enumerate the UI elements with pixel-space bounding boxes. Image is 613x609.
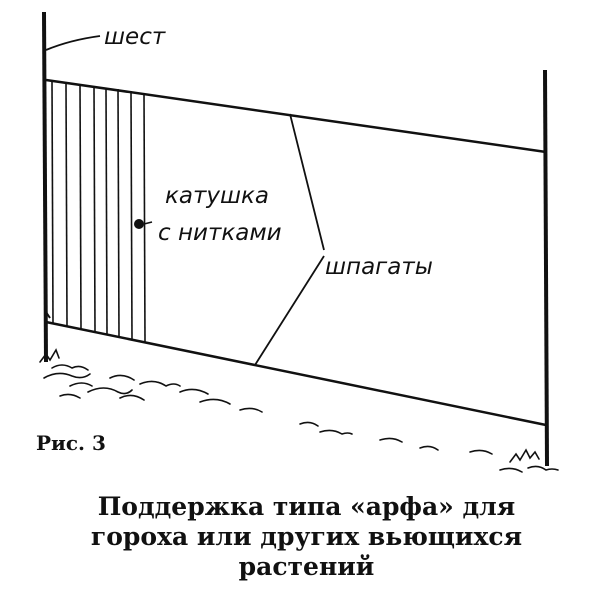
caption-line-1: Поддержка типа «арфа» для [97,492,516,521]
figure-caption: Поддержка типа «арфа» для гороха или дру… [0,492,613,582]
spool-of-thread [134,219,153,229]
spool-label-line2: с нитками [158,220,282,246]
figure-number: Рис. 3 [36,431,106,455]
caption-line-3: растений [238,552,375,581]
twine-label: шпагаты [325,254,433,280]
pole-label: шест [104,24,166,50]
bottom-twine [45,320,547,427]
top-twine [45,78,547,154]
pole-leader-line [45,35,101,51]
caption-line-2: гороха или других вьющихся [90,522,523,551]
vertical-threads [51,81,146,343]
left-pole [42,11,51,363]
right-pole [543,69,549,467]
spool-label-line1: катушка [165,183,269,209]
ground-grass [39,348,559,473]
twine-leader-lines [254,113,325,366]
